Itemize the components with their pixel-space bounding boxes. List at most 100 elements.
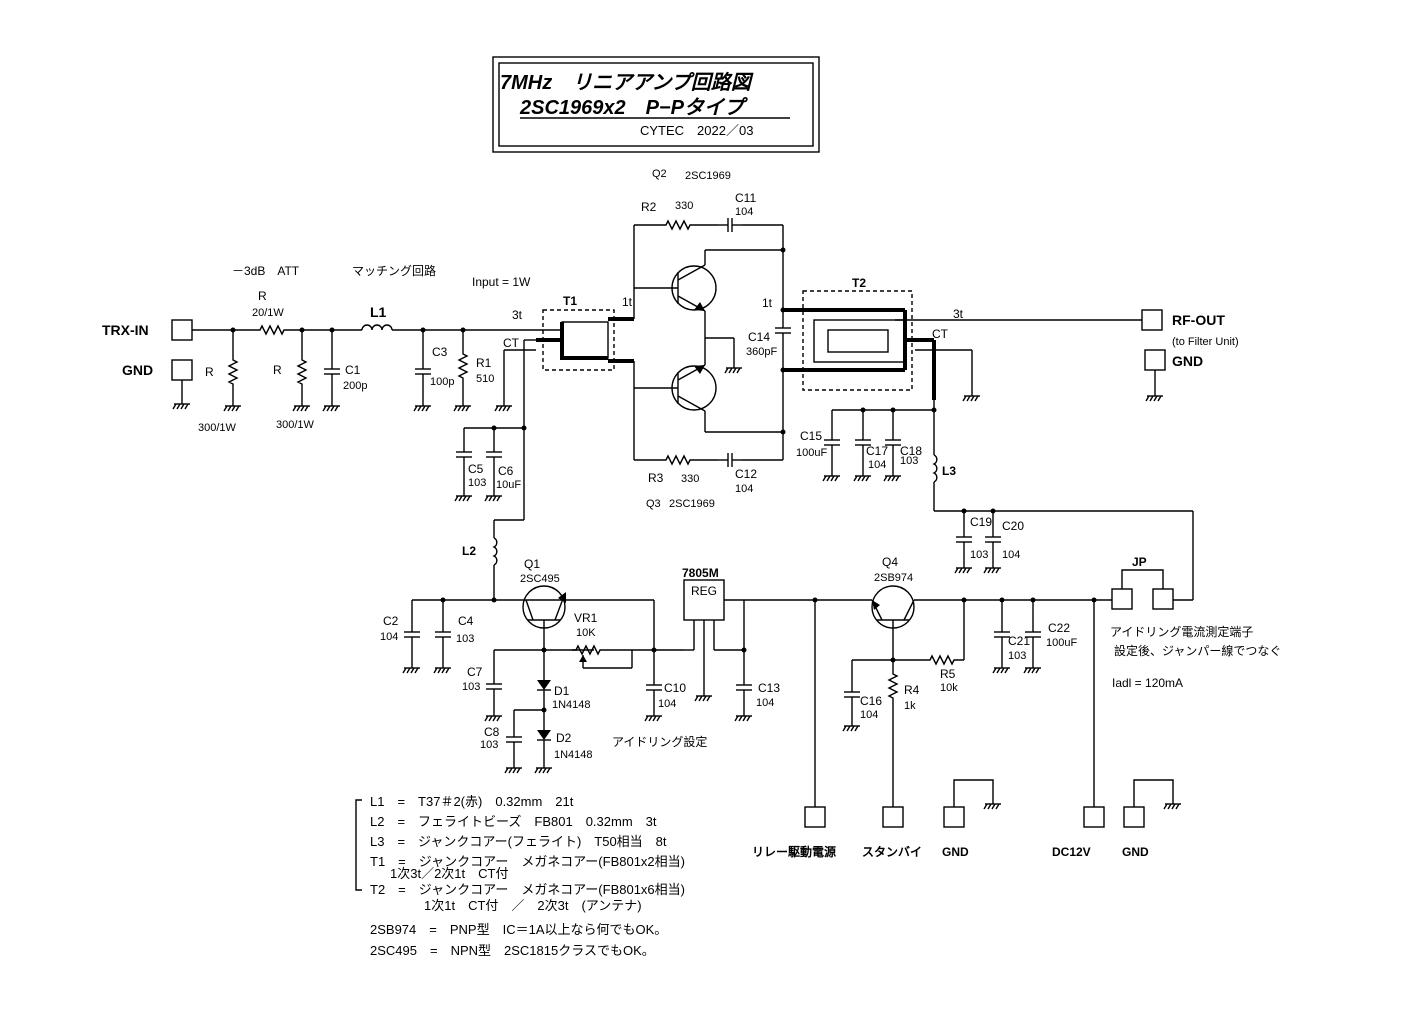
c16-value: 104 — [860, 709, 878, 721]
matching-label: マッチング回路 — [352, 263, 436, 278]
title-block: 7MHz リニアアンプ回路図 2SC1969x2 P−Pタイプ CYTEC 20… — [492, 56, 820, 153]
iadl-label: Iadl = 120mA — [1112, 676, 1183, 690]
input-section: TRX-IN GND －3dB ATT R 20/1W R 300/1W R 3… — [102, 263, 562, 434]
note-l3: L3 = ジャンクコアー(フェライト) T50相当 8t — [370, 834, 667, 849]
collector-supply: C15 100uF C17 104 C18 103 L3 C19 103 C20… — [796, 400, 1194, 601]
gnd-in-label: GND — [122, 362, 153, 378]
note-2sc495: 2SC495 = NPN型 2SC1815クラスでもOK。 — [370, 943, 655, 958]
c13-label: C13 — [758, 681, 780, 695]
trx-in-label: TRX-IN — [102, 322, 149, 338]
r-top-label: R — [258, 289, 267, 303]
c14-label: C14 — [748, 330, 770, 344]
jumper-jp: JP アイドリング電流測定端子 設定後、ジャンパー線でつなぐ Iadl = 12… — [1110, 555, 1281, 690]
relay-terminal[interactable] — [804, 806, 826, 828]
c21-value: 103 — [1008, 650, 1026, 662]
q3-label: Q3 — [646, 498, 661, 510]
r-left-value: 300/1W — [198, 422, 237, 434]
q3-type: 2SC1969 — [669, 498, 715, 510]
q4-label: Q4 — [882, 555, 898, 569]
gnd-in-terminal[interactable] — [171, 359, 193, 381]
c17-value: 104 — [868, 459, 886, 471]
input-power-label: Input = 1W — [472, 275, 531, 289]
dc12v-label: DC12V — [1052, 845, 1091, 859]
regulator-7805: 7805M REG C13 104 — [682, 566, 872, 807]
c14-value: 360pF — [746, 346, 777, 358]
c21-label: C21 — [1008, 634, 1030, 648]
c12-label: C12 — [735, 467, 757, 481]
c7-label: C7 — [467, 665, 483, 679]
t1-1t-label: 1t — [622, 295, 633, 309]
jp-pin-1[interactable] — [1111, 588, 1133, 610]
l2-label: L2 — [462, 544, 476, 558]
r4-value: 1k — [904, 700, 916, 712]
c19-value: 103 — [970, 549, 988, 561]
jp-pin-2[interactable] — [1152, 588, 1174, 610]
parts-notes: L1 = T37＃2(赤) 0.32mm 21t L2 = フェライトビーズ F… — [355, 794, 685, 958]
rf-out-sub-label: (to Filter Unit) — [1172, 336, 1239, 348]
trx-in-terminal[interactable] — [171, 319, 193, 341]
vr1-value: 10K — [576, 627, 596, 639]
r-mid-label: R — [273, 363, 282, 377]
d2-label: D2 — [556, 731, 572, 745]
note-l2: L2 = フェライトビーズ FB801 0.32mm 3t — [370, 814, 657, 829]
reg-name-label: 7805M — [682, 566, 719, 580]
r1-label: R1 — [476, 356, 492, 370]
r-top-value: 20/1W — [252, 307, 284, 319]
output-section: RF-OUT (to Filter Unit) GND — [1141, 309, 1239, 402]
r3-label: R3 — [648, 471, 664, 485]
note-t2-detail: 1次1t CT付 ／ 2次3t (アンテナ) — [424, 898, 642, 913]
t2-label: T2 — [852, 276, 866, 290]
t1-ct-label: CT — [503, 336, 520, 350]
q1-label: Q1 — [524, 557, 540, 571]
power-terminals: リレー駆動電源 スタンバイ GND DC12V GND — [752, 779, 1182, 859]
l3-label: L3 — [942, 464, 956, 478]
gnd-out-terminal[interactable] — [1144, 349, 1166, 371]
c11-value: 104 — [735, 206, 753, 218]
idle-set-label: アイドリング設定 — [612, 734, 707, 749]
note-t1-detail: 1次3t／2次1t CT付 — [390, 866, 508, 881]
note-l1: L1 = T37＃2(赤) 0.32mm 21t — [370, 794, 574, 809]
l1-label: L1 — [370, 304, 387, 320]
jp-label: JP — [1132, 555, 1147, 569]
vr1-label: VR1 — [574, 611, 598, 625]
gnd2-terminal[interactable] — [1123, 806, 1145, 828]
r2-label: R2 — [641, 200, 657, 214]
r5-value: 10k — [940, 682, 958, 694]
r-left-label: R — [205, 365, 214, 379]
c20-value: 104 — [1002, 549, 1020, 561]
c7-value: 103 — [462, 681, 480, 693]
bias-circuit: C2 104 C4 103 Q1 2SC495 C7 103 VR1 10K C… — [380, 557, 707, 774]
t2-3t-label: 3t — [953, 307, 964, 321]
c19-label: C19 — [970, 515, 992, 529]
standby-terminal[interactable] — [882, 806, 904, 828]
c3-label: C3 — [432, 345, 448, 359]
r1-value: 510 — [476, 373, 494, 385]
jp-note-2: 設定後、ジャンパー線でつなぐ — [1114, 643, 1281, 658]
gnd1-terminal[interactable] — [943, 806, 965, 828]
r5-label: R5 — [940, 667, 956, 681]
c8-label: C8 — [484, 725, 500, 739]
standby-label: スタンバイ — [862, 845, 922, 859]
dc12v-terminal[interactable] — [1083, 806, 1105, 828]
c22-label: C22 — [1048, 621, 1070, 635]
bias-decoupling: C5 103 C6 10uF L2 — [454, 425, 527, 600]
q1-type: 2SC495 — [520, 573, 560, 585]
c5-label: C5 — [468, 462, 484, 476]
c20-label: C20 — [1002, 519, 1024, 533]
r4-label: R4 — [904, 683, 920, 697]
c10-label: C10 — [664, 681, 686, 695]
t2-ct-label: CT — [932, 327, 949, 341]
r-mid-value: 300/1W — [276, 419, 315, 431]
r2-value: 330 — [675, 200, 693, 212]
c3-value: 100p — [430, 376, 454, 388]
c4-value: 103 — [456, 633, 474, 645]
standby-switch-q4: Q4 2SB974 R5 10k C16 104 R4 1k — [842, 555, 1112, 807]
note-t2: T2 = ジャンクコアー メガネコアー(FB801x6相当) — [370, 882, 685, 897]
c1-value: 200p — [343, 380, 367, 392]
c2-value: 104 — [380, 631, 398, 643]
t1-3t-label: 3t — [512, 308, 523, 322]
transformer-t2: T2 1t CT 3t — [762, 276, 1142, 402]
rf-out-terminal[interactable] — [1141, 309, 1163, 331]
t1-label: T1 — [563, 294, 577, 308]
